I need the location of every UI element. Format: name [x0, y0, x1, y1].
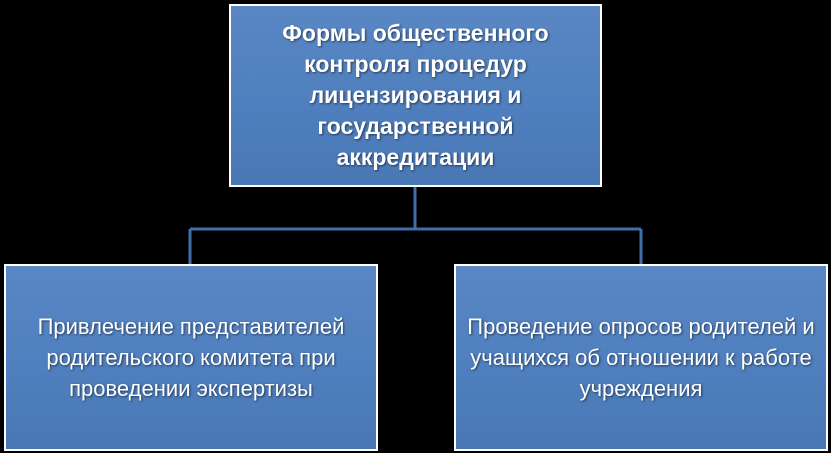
root-node-label: Формы общественного контроля процедур ли…	[282, 20, 549, 170]
child-node-right: Проведение опросов родителей и учащихся …	[454, 264, 828, 451]
child-node-right-label: Проведение опросов родителей и учащихся …	[467, 314, 815, 401]
child-node-left-label: Привлечение представителей родительского…	[37, 314, 345, 401]
child-node-left: Привлечение представителей родительского…	[4, 264, 378, 451]
root-node: Формы общественного контроля процедур ли…	[229, 4, 602, 187]
